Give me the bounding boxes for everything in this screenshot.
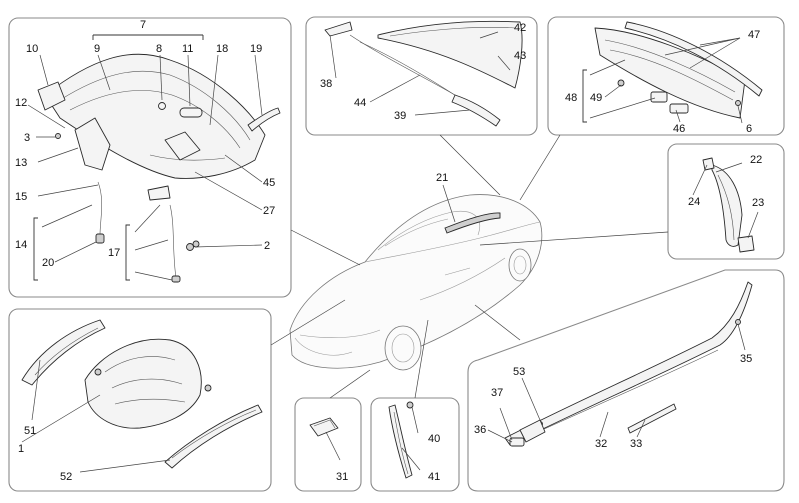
callout-52: 52 (60, 471, 72, 483)
callout-45: 45 (263, 177, 275, 189)
callout-22: 22 (750, 154, 762, 166)
callout-36: 36 (474, 424, 486, 436)
car-roof-trim (444, 212, 501, 234)
callout-24: 24 (688, 196, 700, 208)
callout-13: 13 (15, 157, 27, 169)
callout-21: 21 (436, 172, 448, 184)
callout-19: 19 (250, 43, 262, 55)
panel-roof-mouldings (305, 16, 538, 136)
callout-17: 17 (108, 247, 120, 259)
callout-labels: 7 10 9 8 11 18 19 12 3 13 15 14 20 17 2 … (15, 19, 764, 483)
callout-48: 48 (565, 92, 577, 104)
callout-27: 27 (263, 205, 275, 217)
panel-rear-spoiler (547, 16, 785, 136)
callout-23: 23 (752, 197, 764, 209)
callout-6: 6 (746, 123, 752, 135)
callout-8: 8 (156, 43, 162, 55)
panel-pillar-trim (667, 143, 785, 260)
callout-9: 9 (94, 43, 100, 55)
panel-side-skirt (467, 269, 785, 492)
panel-badge (294, 397, 362, 492)
callout-20: 20 (42, 257, 54, 269)
callout-33: 33 (630, 438, 642, 450)
callout-51: 51 (24, 425, 36, 437)
callout-32: 32 (595, 438, 607, 450)
callout-37: 37 (491, 387, 503, 399)
callout-1: 1 (18, 443, 24, 455)
callout-47: 47 (748, 29, 760, 41)
callout-leaders (21, 31, 759, 473)
callout-39: 39 (394, 110, 406, 122)
callout-14: 14 (15, 239, 27, 251)
callout-40: 40 (428, 433, 440, 445)
callout-10: 10 (26, 43, 38, 55)
callout-42: 42 (514, 22, 526, 34)
callout-35: 35 (740, 353, 752, 365)
panel-door-seal (370, 397, 460, 492)
callout-11: 11 (182, 43, 193, 55)
panel-cowl-assembly (8, 17, 292, 298)
callout-3: 3 (24, 132, 30, 144)
callout-46: 46 (673, 123, 685, 135)
callout-15: 15 (15, 191, 27, 203)
callout-49: 49 (590, 92, 602, 104)
callout-12: 12 (15, 97, 27, 109)
callout-53: 53 (513, 366, 525, 378)
callout-7: 7 (140, 19, 146, 31)
panel-engine-cover (8, 308, 272, 492)
car-illustration (289, 194, 543, 371)
callout-31: 31 (336, 471, 348, 483)
callout-44: 44 (354, 97, 366, 109)
callout-2: 2 (264, 240, 270, 252)
panel-connectors (270, 134, 669, 399)
callout-18: 18 (216, 43, 228, 55)
callout-41: 41 (428, 471, 440, 483)
callout-38: 38 (320, 78, 332, 90)
callout-43: 43 (514, 50, 526, 62)
